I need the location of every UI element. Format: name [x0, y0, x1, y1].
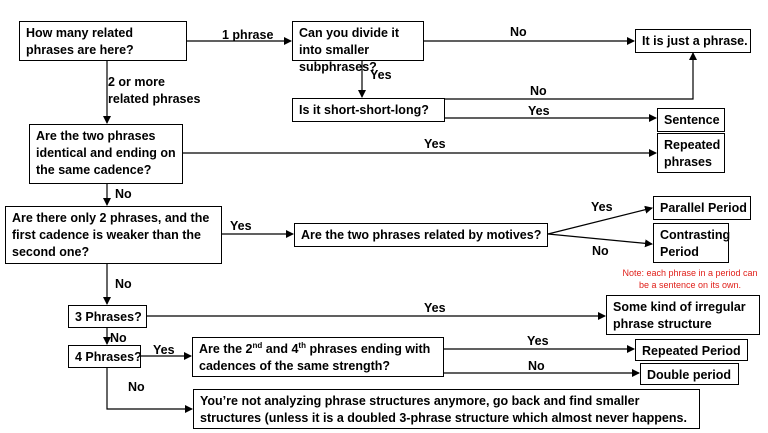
node-how-many-phrases: How many related phrases are here?: [19, 21, 187, 61]
label-four-yes: Yes: [153, 343, 175, 357]
node-parallel-period: Parallel Period: [653, 196, 751, 220]
node-not-analyzing: You’re not analyzing phrase structures a…: [193, 389, 700, 429]
arrow-motives-no: [547, 233, 653, 248]
node-contrasting-period: Contrasting Period: [653, 223, 730, 263]
label-only-two-no: No: [115, 277, 132, 291]
arrow-motives-yes: [547, 205, 653, 235]
label-three-yes: Yes: [424, 301, 446, 315]
label-ssl-yes: Yes: [528, 104, 550, 118]
label-four-no: No: [128, 380, 145, 394]
node-repeated-period: Repeated Period: [635, 339, 748, 361]
second-fourth-line1: Are the 2nd and 4th phrases ending with: [199, 340, 431, 356]
label-three-no: No: [110, 331, 127, 345]
node-irregular-structure: Some kind of irregular phrase structure: [606, 295, 760, 335]
node-only-two-phrases: Are there only 2 phrases, and the first …: [5, 206, 222, 264]
node-related-by-motives: Are the two phrases related by motives?: [294, 223, 548, 247]
node-double-period: Double period: [640, 363, 739, 385]
label-motives-no: No: [592, 244, 609, 258]
second-fourth-line2: cadences of the same strength?: [199, 359, 391, 373]
label-divide-no: No: [510, 25, 527, 39]
arrow-four-no: [106, 368, 193, 413]
node-second-fourth-cadences: Are the 2nd and 4th phrases ending with …: [192, 337, 444, 377]
label-second-fourth-no: No: [528, 359, 545, 373]
node-three-phrases: 3 Phrases?: [68, 305, 147, 328]
node-can-divide: Can you divide it into smaller subphrase…: [292, 21, 424, 74]
node-repeated-phrases: Repeated phrases: [657, 133, 725, 173]
label-two-or-more: 2 or more related phrases: [108, 75, 201, 106]
label-identical-yes: Yes: [424, 137, 446, 151]
node-four-phrases: 4 Phrases?: [68, 345, 142, 368]
node-just-a-phrase: It is just a phrase.: [635, 29, 751, 53]
label-motives-yes: Yes: [591, 200, 613, 214]
node-identical-phrases: Are the two phrases identical and ending…: [29, 124, 183, 184]
label-second-fourth-yes: Yes: [527, 334, 549, 348]
label-only-two-yes: Yes: [230, 219, 252, 233]
arrow-ssl-no: [445, 52, 697, 100]
note-sentence-period: Note: each phrase in a period can be a s…: [622, 268, 758, 290]
label-ssl-no: No: [530, 84, 547, 98]
label-one-phrase: 1 phrase: [222, 28, 274, 42]
node-sentence: Sentence: [657, 108, 725, 132]
node-short-short-long: Is it short-short-long?: [292, 98, 445, 122]
label-divide-yes: Yes: [370, 68, 392, 82]
label-identical-no: No: [115, 187, 132, 201]
